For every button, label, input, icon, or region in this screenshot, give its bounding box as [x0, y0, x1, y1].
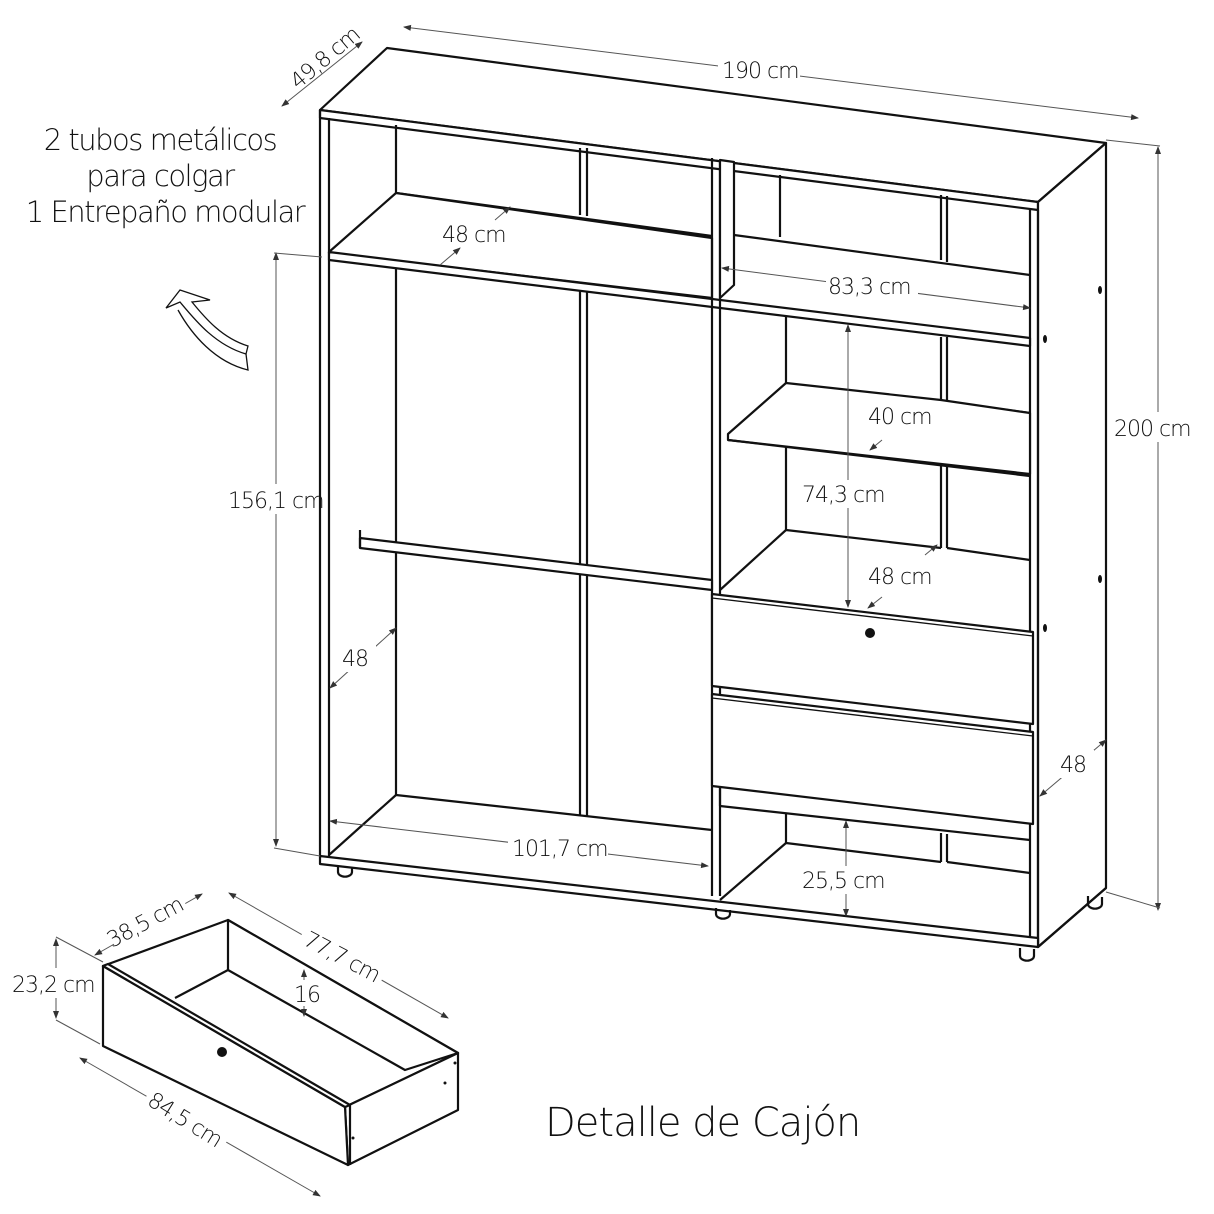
label-bottom-cubby-height: 25,5 cm — [802, 869, 885, 894]
note-line-2: para colgar — [86, 159, 235, 193]
wardrobe — [318, 46, 1108, 962]
label-shelf-depth-left: 48 cm — [442, 223, 506, 248]
label-height-total: 200 cm — [1114, 417, 1191, 442]
drawer-detail-knob — [217, 1047, 227, 1057]
drawer-detail: 38,5 cm 77,7 cm 23,2 cm 16 84,5 cm — [10, 884, 460, 1197]
label-width-total: 190 cm — [722, 59, 799, 84]
label-left-side-depth: 48 — [342, 647, 368, 672]
label-drawer-height: 23,2 cm — [12, 973, 95, 998]
hanging-rods-note: 2 tubos metálicos para colgar 1 Entrepañ… — [26, 123, 307, 229]
label-drawer-inner-height: 16 — [294, 983, 320, 1008]
right-side-panel — [1036, 141, 1108, 949]
label-left-hanging-height: 156,1 cm — [228, 489, 324, 514]
label-right-side-depth: 48 — [1060, 753, 1086, 778]
label-right-middle-height: 74,3 cm — [802, 483, 885, 508]
bottom-front-edge — [318, 854, 1040, 949]
label-left-bottom-width: 101,7 cm — [512, 837, 608, 862]
curved-arrow-icon — [165, 289, 249, 371]
dimension-lines — [273, 24, 1161, 917]
label-right-shelf-depth: 48 cm — [868, 565, 932, 590]
note-line-1: 2 tubos metálicos — [44, 123, 277, 157]
label-right-upper-width: 83,3 cm — [828, 275, 911, 300]
hanging-rod — [358, 536, 714, 592]
drawer-detail-title: Detalle de Cajón — [545, 1100, 860, 1146]
note-line-3: 1 Entrepaño modular — [26, 195, 306, 229]
label-modular-shelf-depth: 40 cm — [868, 405, 932, 430]
drawer-knob — [865, 628, 875, 638]
center-divider-side — [718, 158, 736, 300]
